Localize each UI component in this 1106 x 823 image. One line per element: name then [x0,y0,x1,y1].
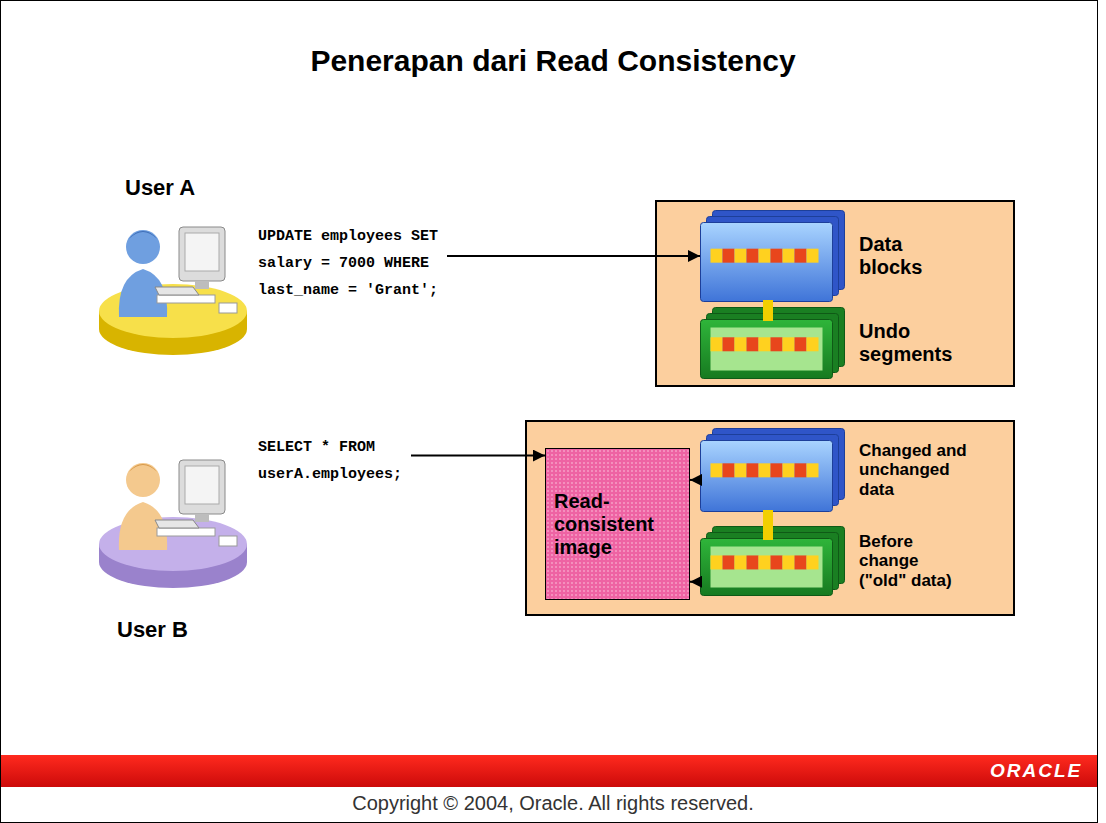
memory-panel: Data blocksUndo segments [655,200,1015,387]
block-label: Undo segments [859,320,961,366]
block-label: Data blocks [859,233,931,279]
brand-logo: ORACLE [990,760,1082,782]
user-name: User A [125,175,195,201]
undo-segment-stack [700,307,845,379]
footer-bar [1,755,1097,787]
user-name: User B [117,617,188,643]
user-illustration [95,199,255,359]
block-stack: Data blocks [700,210,931,302]
block-stack: Before change ("old" data) [700,526,960,596]
user-figure: User A UPDATE employees SET salary = 7000… [95,175,447,360]
user-illustration [95,432,255,592]
user-figure: User B SELECT * FROM userA.employees; [95,430,411,643]
undo-segment-stack [700,526,845,596]
image-label: Read-consistent image [546,490,689,559]
block-stack: Changed and unchanged data [700,428,975,512]
block-label: Changed and unchanged data [859,441,969,500]
image-box: Read-consistent image [545,448,690,600]
slide-title: Penerapan dari Read Consistency [0,44,1106,78]
data-block-stack [700,210,845,302]
sql-statement: SELECT * FROM userA.employees; [258,434,411,488]
data-block-stack [700,428,845,512]
memory-panel: Read-consistent image Changed and unchang… [525,420,1015,616]
block-label: Before change ("old" data) [859,532,960,591]
block-stack: Undo segments [700,307,961,379]
copyright-note: Copyright © 2004, Oracle. All rights res… [0,792,1106,815]
sql-statement: UPDATE employees SET salary = 7000 WHERE… [258,223,447,304]
